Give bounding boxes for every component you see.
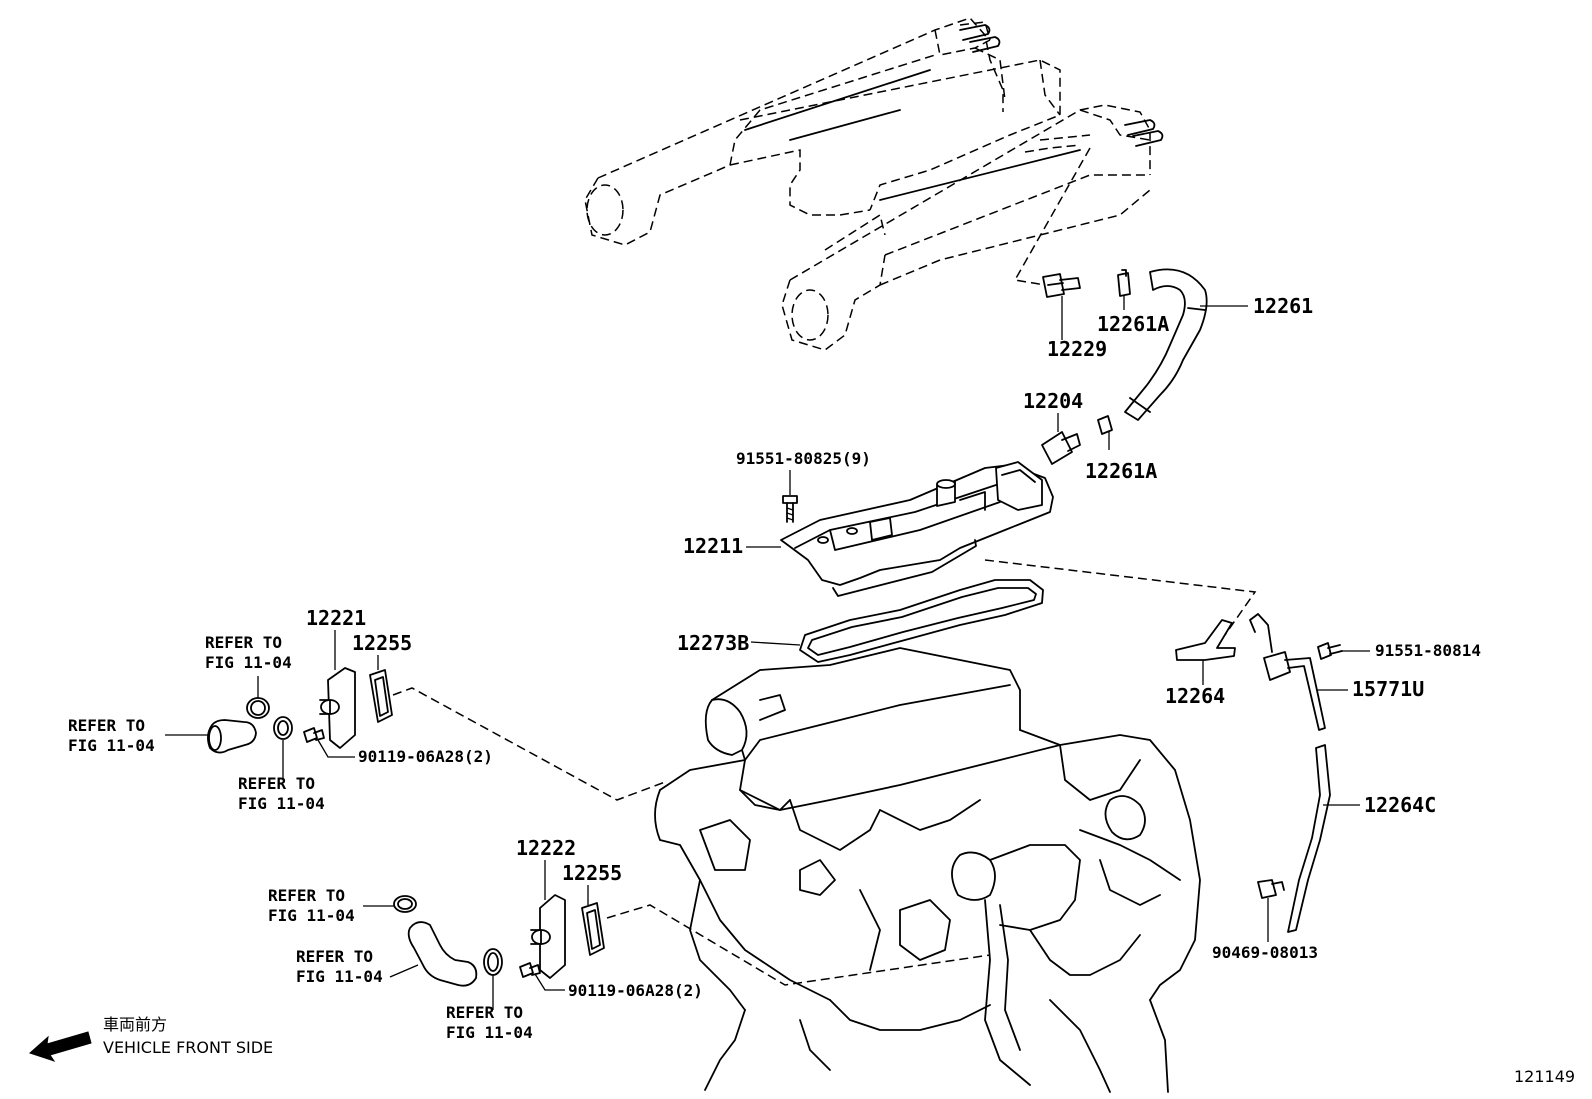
refer-fig-text: FIG 11-04 — [68, 736, 155, 755]
vehicle-front-indicator: 車両前方 VEHICLE FRONT SIDE — [29, 1015, 273, 1062]
refer-to-text: REFER TO — [205, 633, 282, 652]
label-90469-08013: 90469-08013 — [1212, 943, 1318, 962]
refer-to-text: REFER TO — [446, 1003, 523, 1022]
ring-upper-2 — [273, 716, 293, 740]
label-15771U: 15771U — [1352, 677, 1424, 701]
refer-lower-2: REFER TO FIG 11-04 — [296, 947, 383, 986]
flange-12221 — [319, 667, 356, 749]
ring-lower-1 — [393, 895, 417, 913]
refer-lower-3: REFER TO FIG 11-04 — [446, 1003, 533, 1042]
refer-fig-text: FIG 11-04 — [296, 967, 383, 986]
bracket-15771U — [1249, 613, 1326, 731]
label-12261: 12261 — [1253, 294, 1313, 318]
leader-engine-lower-left — [606, 904, 991, 986]
refer-upper-2: REFER TO FIG 11-04 — [68, 716, 155, 755]
pcv-valve-12229 — [1042, 273, 1081, 298]
hose-12261 — [1124, 268, 1208, 421]
label-12255-lower: 12255 — [562, 861, 622, 885]
label-12261A-bottom: 12261A — [1085, 459, 1157, 483]
label-12229: 12229 — [1047, 337, 1107, 361]
label-91551-80825: 91551-80825(9) — [736, 449, 871, 468]
clip-12261A-top — [1117, 269, 1131, 297]
refer-fig-text: FIG 11-04 — [205, 653, 292, 672]
refer-to-text: REFER TO — [296, 947, 373, 966]
cylinder-head-cover-12211 — [780, 461, 1054, 597]
front-side-label-en: VEHICLE FRONT SIDE — [103, 1038, 273, 1057]
label-12264C: 12264C — [1364, 793, 1436, 817]
label-90119-upper: 90119-06A28(2) — [358, 747, 493, 766]
bolt-90119-upper — [303, 727, 325, 743]
refer-to-text: REFER TO — [238, 774, 315, 793]
refer-to-text: REFER TO — [68, 716, 145, 735]
label-12211: 12211 — [683, 534, 743, 558]
hose-lower-left — [407, 921, 478, 987]
label-12222: 12222 — [516, 836, 576, 860]
bolt-91551-80825 — [782, 495, 798, 523]
label-12273B: 12273B — [677, 631, 749, 655]
label-12221: 12221 — [306, 606, 366, 630]
clip-12261A-bottom — [1097, 415, 1113, 435]
refer-fig-text: FIG 11-04 — [268, 906, 355, 925]
figure-number: 121149 — [1514, 1067, 1575, 1086]
label-12204: 12204 — [1023, 389, 1083, 413]
refer-upper-3: REFER TO FIG 11-04 — [238, 774, 325, 813]
manifold-pipe-stubs — [744, 24, 1164, 201]
front-arrow-icon — [29, 1031, 92, 1062]
leader-manifold-pcv — [1013, 147, 1091, 286]
ring-lower-2 — [483, 948, 503, 976]
gasket-12255-lower — [581, 902, 605, 956]
label-91551-80814: 91551-80814 — [1375, 641, 1481, 660]
clamp-90469-08013 — [1257, 879, 1285, 899]
intake-manifold-outline — [584, 17, 1151, 351]
bolt-91551-80814 — [1317, 642, 1343, 660]
gasket-12273B-inner — [807, 587, 1037, 656]
label-12264: 12264 — [1165, 684, 1225, 708]
refer-fig-text: FIG 11-04 — [238, 794, 325, 813]
leader-lines — [165, 296, 1370, 1010]
gasket-12273B — [799, 579, 1044, 663]
label-90119-lower: 90119-06A28(2) — [568, 981, 703, 1000]
refer-lower-1: REFER TO FIG 11-04 — [268, 886, 355, 925]
leader-engine-upper-left — [392, 687, 666, 801]
refer-fig-text: FIG 11-04 — [446, 1023, 533, 1042]
bolt-90119-lower — [519, 962, 541, 978]
leader-cover-12264 — [984, 559, 1257, 636]
label-12261A-top: 12261A — [1097, 312, 1169, 336]
ring-upper-1 — [246, 697, 270, 719]
hose-upper-left — [207, 719, 257, 754]
tube-12264C — [1287, 744, 1331, 933]
hose-12264 — [1175, 619, 1236, 661]
engine-block-outline — [654, 647, 1201, 1093]
gasket-12255-upper — [369, 669, 393, 723]
pcv-valve-12204 — [1041, 431, 1081, 465]
refer-upper-1: REFER TO FIG 11-04 — [205, 633, 292, 672]
label-12255-upper: 12255 — [352, 631, 412, 655]
front-side-label-jp: 車両前方 — [103, 1015, 167, 1034]
refer-to-text: REFER TO — [268, 886, 345, 905]
